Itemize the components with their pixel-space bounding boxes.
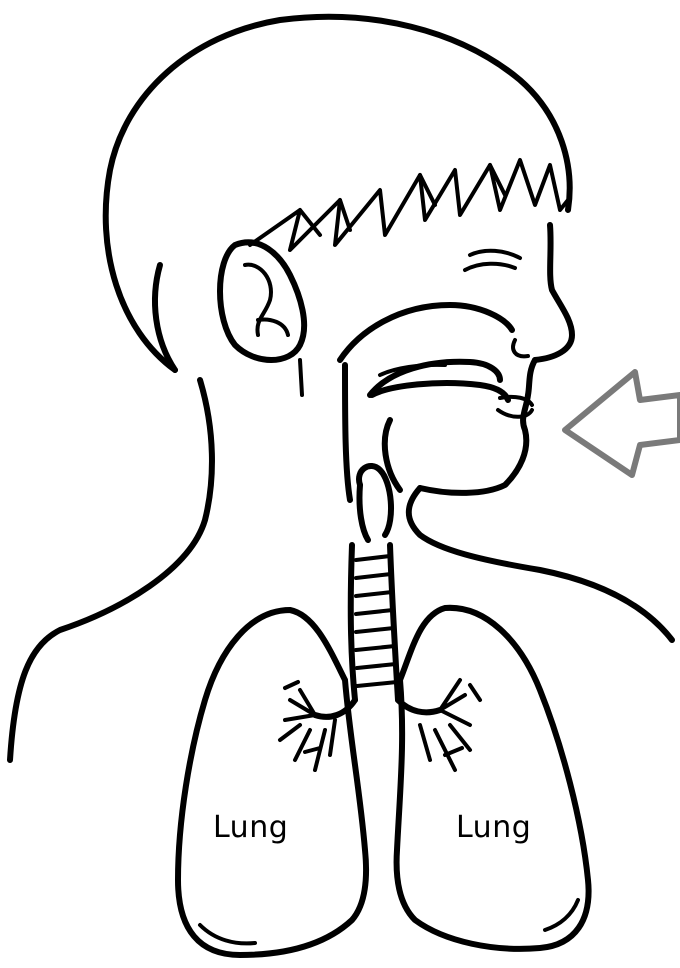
right-lung [397,608,589,949]
bronchi [280,680,480,770]
ear [220,242,304,360]
trachea [351,466,398,700]
right-lung-label: Lung [456,810,531,845]
air-inflow-arrow-icon [565,372,680,475]
left-lung-label: Lung [213,810,288,845]
left-lung [178,610,366,955]
face-profile [420,225,572,493]
